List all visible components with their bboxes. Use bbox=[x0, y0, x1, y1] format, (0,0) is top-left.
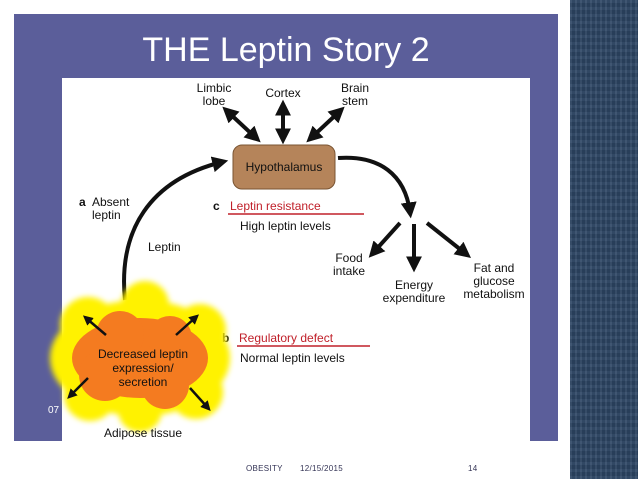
defect-letter: b bbox=[222, 331, 229, 345]
energy-label-2: expenditure bbox=[383, 291, 446, 305]
food-label-2: intake bbox=[333, 264, 365, 278]
hypothalamus-output-arrow bbox=[337, 155, 417, 219]
energy-label-1: Energy bbox=[395, 278, 433, 292]
absent-letter: a bbox=[79, 195, 86, 209]
food-label-1: Food bbox=[335, 251, 362, 265]
metabolism-arrow bbox=[425, 221, 472, 258]
adipose-tissue-label: Adipose tissue bbox=[104, 426, 182, 440]
radiate-arrow-upper-right bbox=[175, 314, 199, 336]
adipose-label-1: Decreased leptin bbox=[98, 347, 188, 361]
cortex-label: Cortex bbox=[265, 86, 300, 100]
slide-number-fragment: 07 bbox=[48, 405, 60, 416]
hypothalamus-label: Hypothalamus bbox=[246, 160, 323, 174]
footer-date: 12/15/2015 bbox=[300, 464, 344, 473]
adipose-label-2: expression/ bbox=[112, 361, 174, 375]
brainstem-label-2: stem bbox=[342, 94, 368, 108]
resistance-label: Leptin resistance bbox=[230, 199, 321, 213]
metabolism-label-2: glucose bbox=[473, 274, 515, 288]
metabolism-label-3: metabolism bbox=[463, 287, 524, 301]
food-intake-arrow bbox=[368, 221, 402, 258]
limbic-label-2: lobe bbox=[203, 94, 226, 108]
limbic-arrow bbox=[222, 106, 261, 143]
radiate-arrow-lower-right bbox=[189, 387, 211, 411]
radiate-arrow-upper-left bbox=[82, 315, 107, 336]
defect-label: Regulatory defect bbox=[239, 331, 334, 345]
hypothalamus-box bbox=[232, 144, 336, 190]
absent-label-1: Absent bbox=[92, 195, 130, 209]
leptin-label: Leptin bbox=[148, 240, 181, 254]
normal-levels-label: Normal leptin levels bbox=[240, 351, 345, 365]
footer-page-number: 14 bbox=[468, 464, 478, 473]
adipose-label-3: secretion bbox=[119, 375, 168, 389]
slide-title: THE Leptin Story 2 bbox=[142, 31, 430, 69]
high-levels-label: High leptin levels bbox=[240, 219, 331, 233]
radiate-arrow-lower-left bbox=[67, 377, 89, 399]
leptin-signal-arrow bbox=[122, 156, 229, 301]
resistance-letter: c bbox=[213, 199, 220, 213]
footer-topic: OBESITY bbox=[246, 464, 283, 473]
absent-label-2: leptin bbox=[92, 208, 121, 222]
metabolism-label-1: Fat and bbox=[474, 261, 515, 275]
decorative-side-strip bbox=[570, 0, 638, 479]
brainstem-arrow bbox=[306, 106, 345, 143]
limbic-label-1: Limbic bbox=[197, 81, 232, 95]
brainstem-label-1: Brain bbox=[341, 81, 369, 95]
